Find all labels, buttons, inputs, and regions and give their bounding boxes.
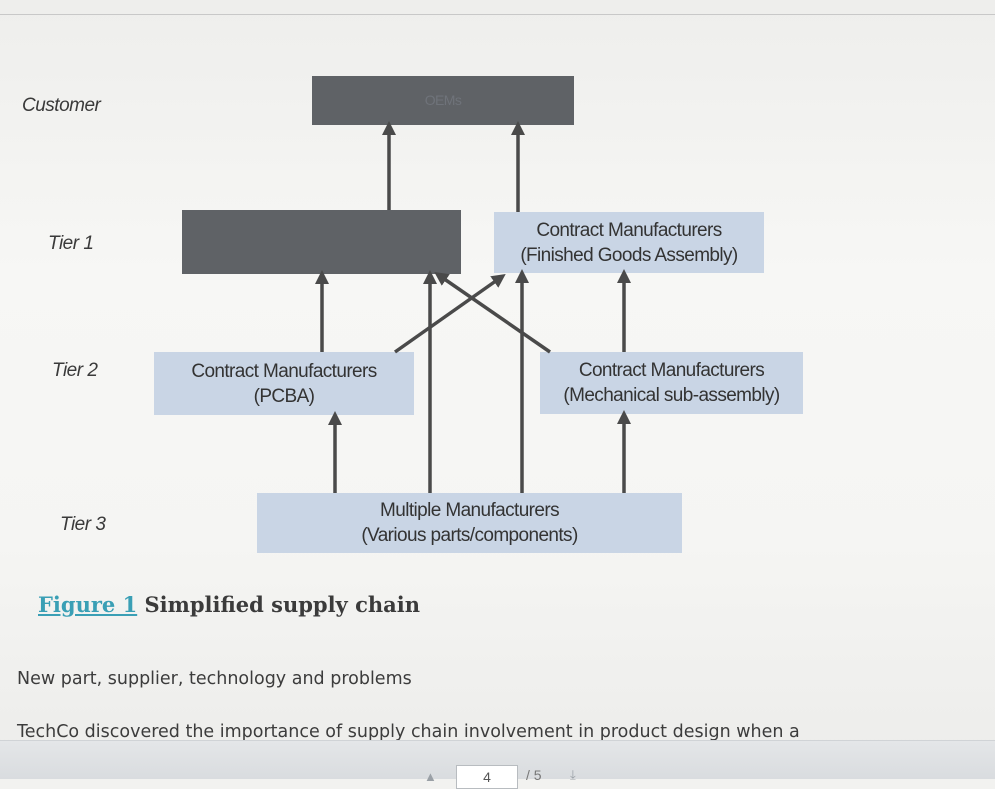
finished-goods-line-1: Contract Manufacturers [536, 219, 722, 241]
tier-label-customer: Customer [22, 95, 101, 116]
multiple-line-2: (Various parts/components) [361, 525, 578, 546]
mechanical-line-2: (Mechanical sub-assembly) [563, 385, 780, 406]
arrow-mech-to-tier1 [434, 272, 551, 354]
pcba-box: Contract Manufacturers (PCBA) [154, 352, 414, 415]
page-number-input[interactable]: 4 [456, 765, 518, 789]
page-total: / 5 [526, 767, 542, 783]
multiple-manufacturers-box: Multiple Manufacturers (Various parts/co… [257, 493, 682, 553]
arrow-pcba-to-fg [393, 273, 506, 354]
oems-box: OEMs [312, 76, 574, 125]
finished-goods-line-2: (Finished Goods Assembly) [520, 244, 738, 266]
section-heading: New part, supplier, technology and probl… [17, 669, 412, 689]
tier-label-tier3: Tier 3 [60, 514, 106, 535]
body-paragraph: TechCo discovered the importance of supp… [17, 722, 800, 742]
mechanical-box: Contract Manufacturers (Mechanical sub-a… [540, 352, 803, 414]
page-up-icon[interactable]: ▲ [424, 769, 437, 784]
tier1-dark-box [182, 210, 461, 274]
mechanical-line-1: Contract Manufacturers [578, 360, 765, 381]
top-divider [0, 14, 995, 15]
pcba-line-1: Contract Manufacturers [191, 360, 377, 382]
multiple-line-1: Multiple Manufacturers [380, 500, 560, 521]
figure-link[interactable]: Figure 1 [38, 592, 138, 617]
oems-label: OEMs [424, 92, 462, 108]
page-down-icon[interactable]: ⤓ [570, 767, 576, 782]
tier-label-tier2: Tier 2 [52, 360, 98, 381]
pager-toolbar: ▲ 4 / 5 ⤓ [0, 740, 995, 789]
finished-goods-box: Contract Manufacturers (Finished Goods A… [494, 212, 764, 273]
tier-label-tier1: Tier 1 [48, 233, 94, 254]
figure-caption: Figure 1 Simplified supply chain [38, 592, 420, 617]
figure-title: Simplified supply chain [144, 592, 420, 617]
pcba-line-2: (PCBA) [253, 385, 315, 407]
